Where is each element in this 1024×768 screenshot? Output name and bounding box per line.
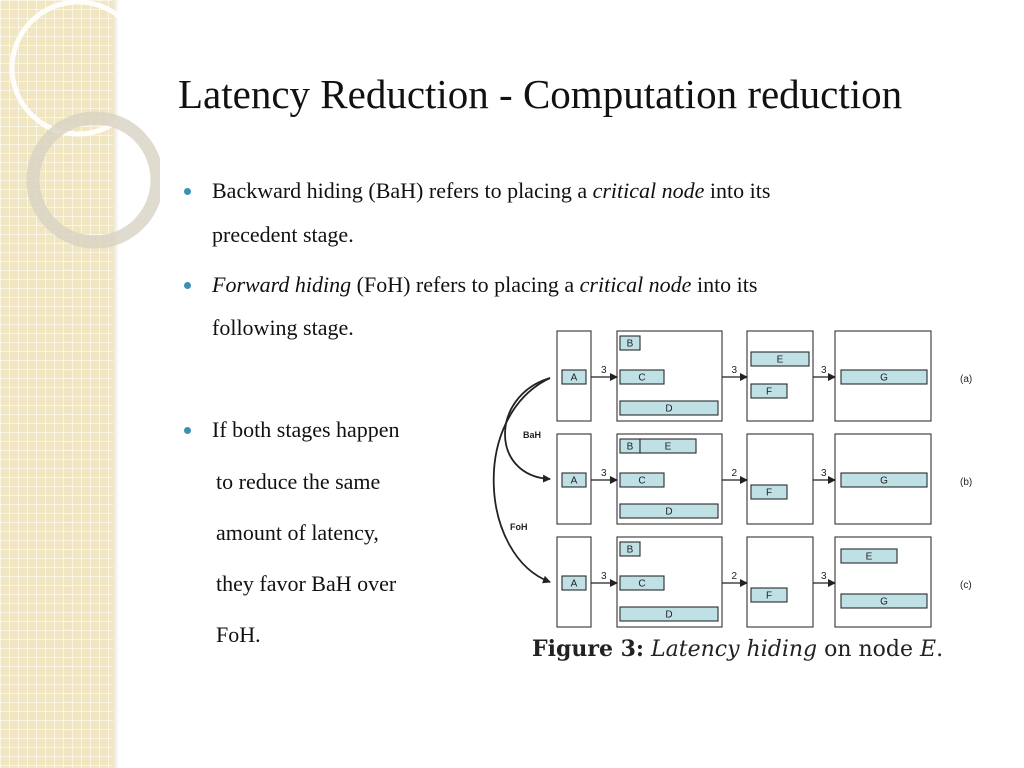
node-f-box [750,484,788,500]
node-c-label: C [638,373,645,384]
node-c-label: C [638,476,645,487]
edge-stage1-stage2-label: 3 [601,468,607,479]
edge-stage3-stage4-label: 3 [821,365,827,376]
side-strip-shadow [113,0,119,768]
node-c-box [619,369,665,385]
bullet-text: Backward hiding (BaH) refers to placing … [212,178,771,203]
decorative-rings [9,0,160,249]
node-d-box [619,606,719,622]
node-g-box [840,593,928,609]
node-a-box [561,369,587,385]
bullet-dot-icon [184,427,191,434]
node-d-label: D [665,610,672,621]
stage-rows: A B C D E F G 3 3 3 (a) A B E C D F G 3 2 3 (b) A B C D F E G 3 2 3 (c) [556,330,972,628]
row-tag: (a) [960,374,972,385]
node-d-box [619,400,719,416]
bullet-text: Forward hiding (FoH) refers to placing a… [212,272,758,297]
node-c-box [619,575,665,591]
edge-stage2-stage3-label: 3 [732,365,738,376]
node-e-label: E [665,442,672,453]
bullet-text: If both stages happen [212,417,400,442]
node-f-label: F [766,387,772,398]
stage-row: A B E C D F G 3 2 3 (b) [556,433,972,525]
node-g-box [840,472,928,488]
node-d-label: D [665,507,672,518]
row-tag: (b) [960,477,972,488]
edge-stage1-stage2-label: 3 [601,571,607,582]
bullet-favor-bah-line2: to reduce the same [216,469,381,494]
stage-row: A B C D E F G 3 3 3 (a) [556,330,972,422]
slide-title: Latency Reduction - Computation reductio… [178,71,903,117]
caption-label: Figure 3: [532,636,645,662]
bullet-favor-bah-line5: FoH. [216,622,261,647]
bullet-favor-bah-line3: amount of latency, [216,520,379,545]
bullet-favor-bah-line4: they favor BaH over [216,571,397,596]
node-e-label: E [866,552,873,563]
node-f-box [750,587,788,603]
edge-stage1-stage2-label: 3 [601,365,607,376]
node-g-label: G [880,373,888,384]
node-e-label: E [777,355,784,366]
stage-3-box [746,433,814,525]
bullet-dot-icon [184,188,191,195]
edge-stage3-stage4-label: 3 [821,468,827,479]
node-e-box [750,351,810,367]
node-b-label: B [627,442,634,453]
node-a-label: A [571,373,578,384]
node-g-label: G [880,476,888,487]
node-g-box [840,369,928,385]
foh-curved-arrow [492,377,551,584]
caption-emphasis: Latency hiding [651,637,818,662]
decorative-ring-large [9,0,147,137]
node-b-label: B [627,545,634,556]
bullet-forward-hiding-line2: following stage. [212,315,354,340]
caption-middle: on node [817,637,921,662]
edge-stage3-stage4-label: 3 [821,571,827,582]
node-f-label: F [766,591,772,602]
stage-row: A B C D F E G 3 2 3 (c) [556,536,972,628]
node-g-label: G [880,597,888,608]
node-a-label: A [571,579,578,590]
node-d-box [619,503,719,519]
edge-stage2-stage3-label: 2 [732,468,738,479]
node-f-label: F [766,488,772,499]
foh-arrow-label: FoH [510,522,528,532]
row-tag: (c) [960,580,972,591]
decorative-ring-small [26,111,160,249]
caption-end: . [936,637,944,662]
stage-3-box [746,330,814,422]
figure-caption: Figure 3: Latency hiding on node E. [532,636,943,662]
bullet-backward-hiding-line2: precedent stage. [212,222,354,247]
node-b-box [619,335,641,351]
node-f-box [750,383,788,399]
node-e-box [840,548,898,564]
node-c-label: C [638,579,645,590]
caption-variable: E [920,637,937,662]
node-b-label: B [627,339,634,350]
node-b-box [619,541,641,557]
bah-arrow-label: BaH [523,430,541,440]
bullet-dot-icon [184,282,191,289]
edge-stage2-stage3-label: 2 [732,571,738,582]
node-e-box [639,438,697,454]
node-a-label: A [571,476,578,487]
bah-curved-arrow [504,377,551,483]
node-d-label: D [665,404,672,415]
node-a-box [561,575,587,591]
node-a-box [561,472,587,488]
node-c-box [619,472,665,488]
stage-3-box [746,536,814,628]
